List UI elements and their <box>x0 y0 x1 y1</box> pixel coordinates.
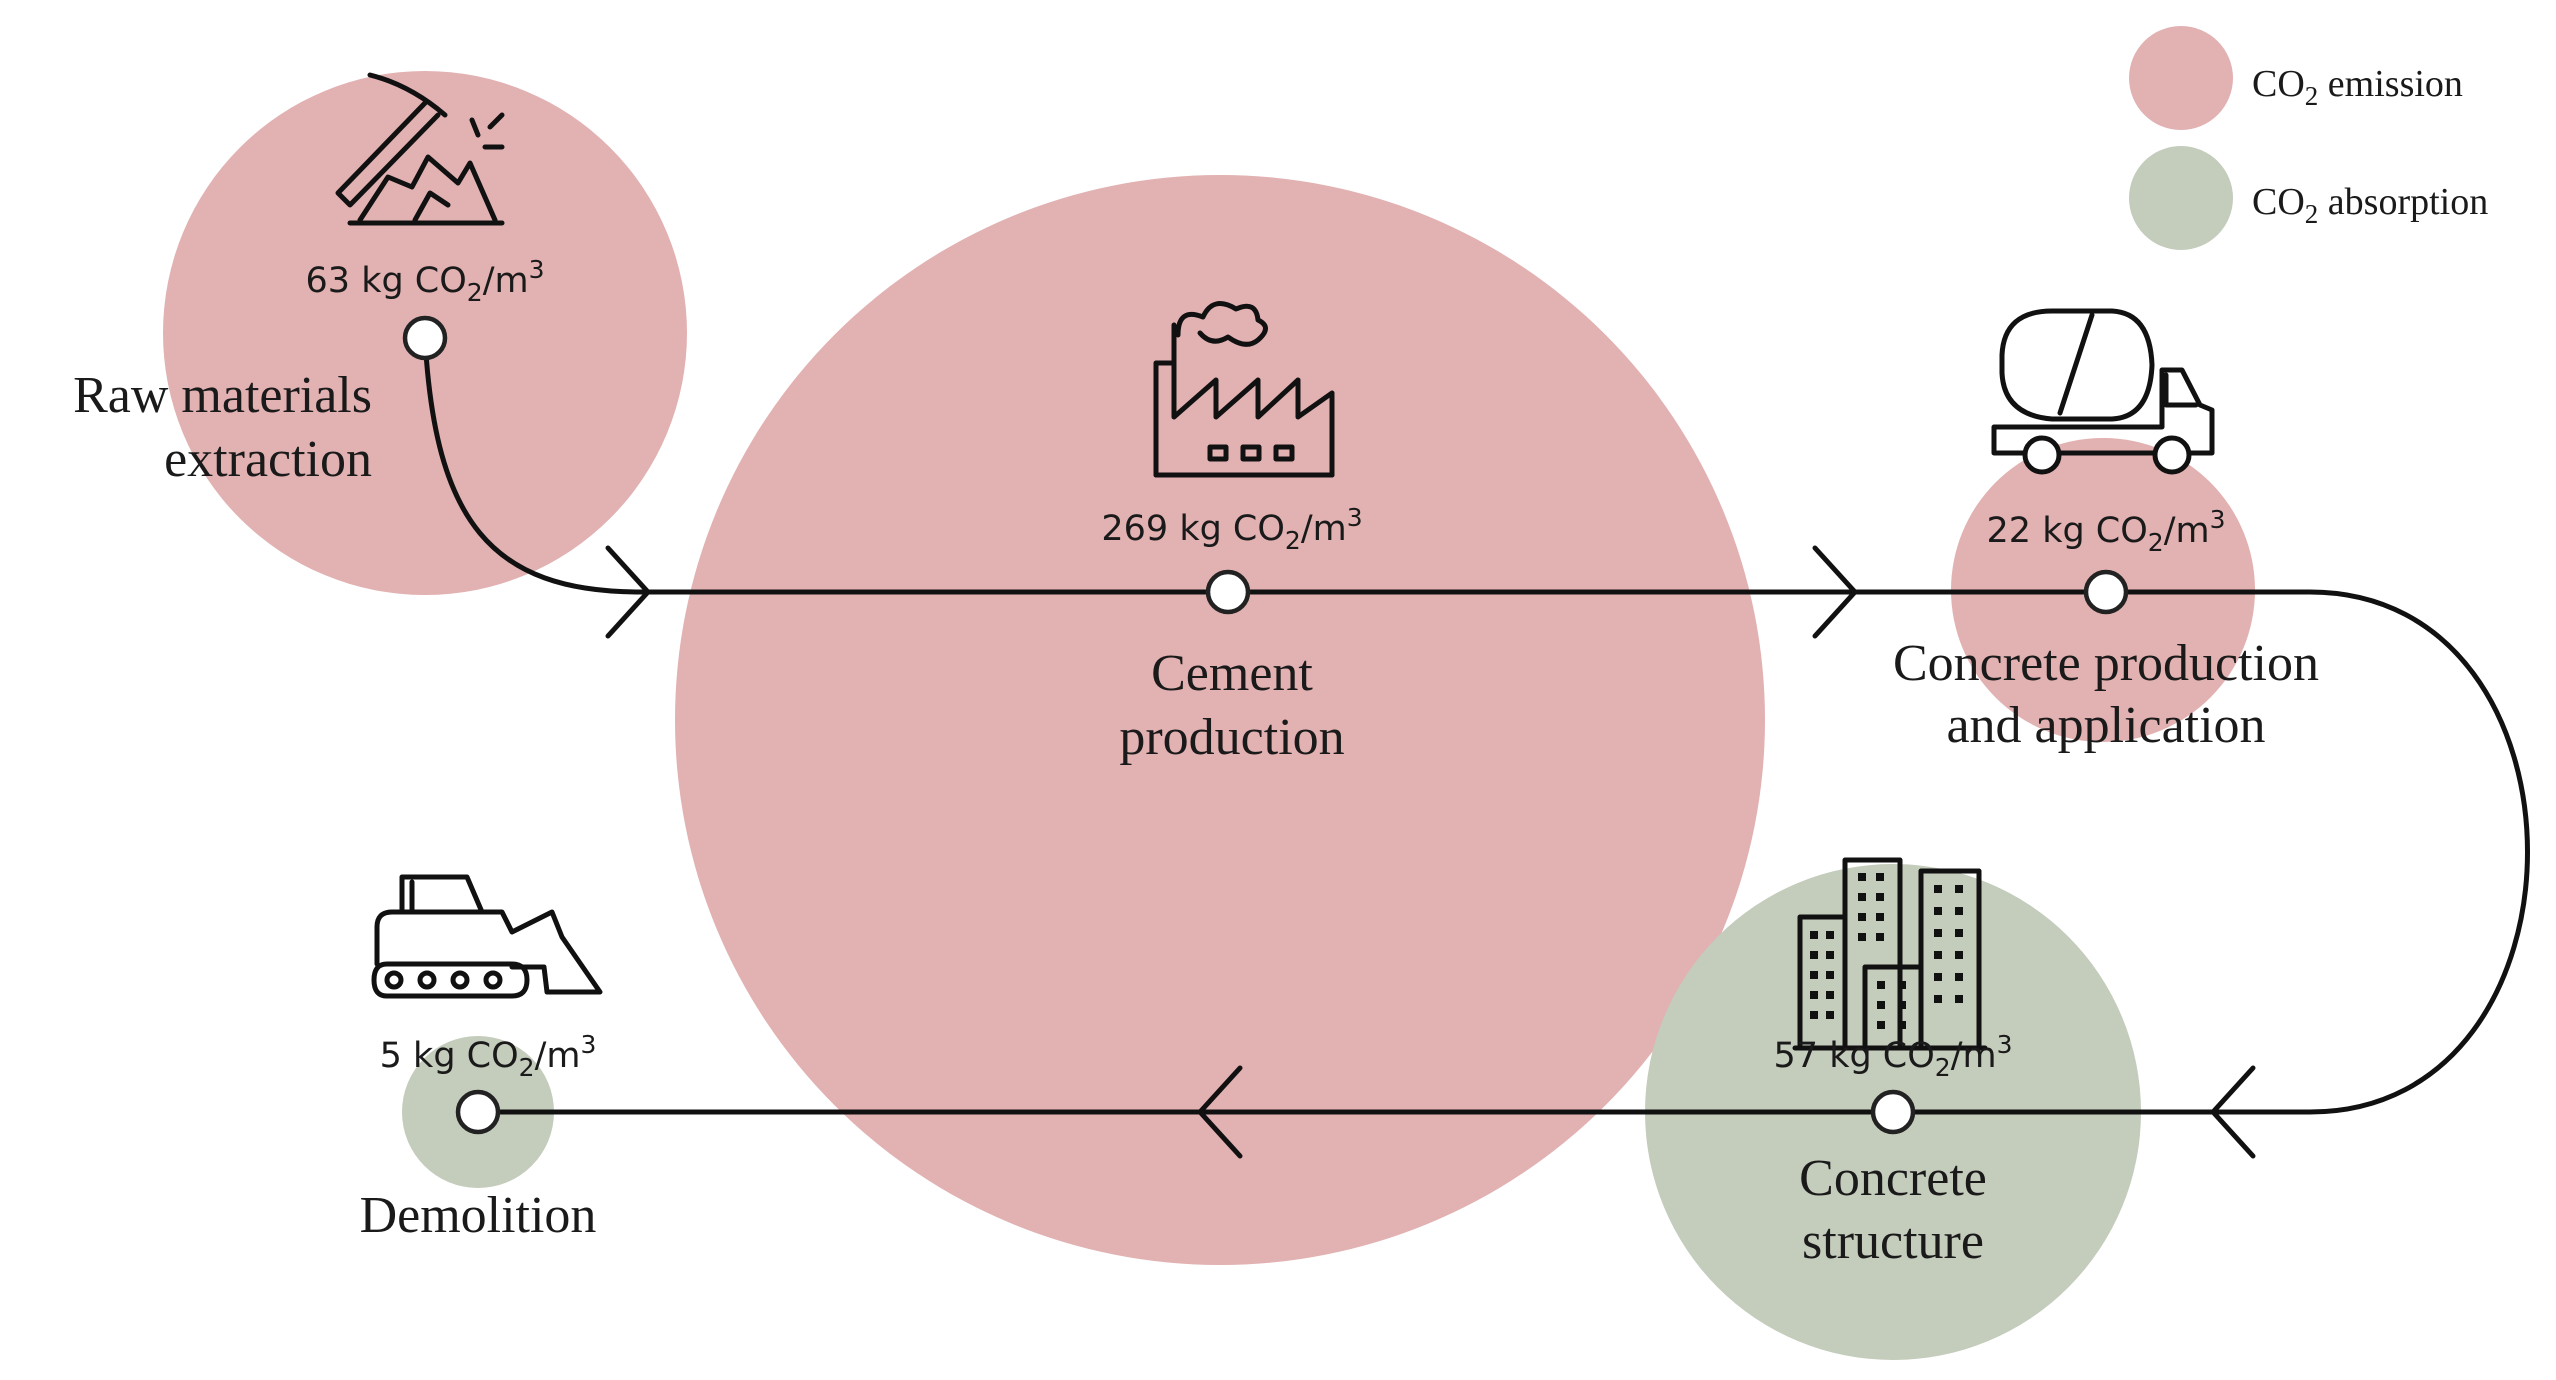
raw-materials-node <box>402 315 448 361</box>
concrete-structure-label-line2: structure <box>1802 1213 1984 1270</box>
factory-icon <box>1153 301 1335 478</box>
concrete-structure-node <box>1870 1089 1916 1135</box>
concrete-production-node <box>2083 569 2129 615</box>
arrow-right-1 <box>605 545 651 639</box>
arrow-left-1 <box>2210 1065 2256 1159</box>
lifecycle-path <box>422 335 2530 1115</box>
concrete-structure-value: 57 kg CO2/m3 <box>1774 1030 2013 1082</box>
raw-materials-value: 63 kg CO2/m3 <box>306 255 545 307</box>
building-windows <box>1810 873 1963 1029</box>
cement-value: 269 kg CO2/m3 <box>1101 503 1362 555</box>
legend-swatch-absorption <box>2129 146 2233 250</box>
demolition-label: Demolition <box>360 1187 597 1244</box>
raw-materials-label-line1: Raw materials <box>73 367 372 424</box>
pickaxe-rocks-icon <box>335 72 505 226</box>
concrete-production-label-line2: and application <box>1946 697 2265 754</box>
arrow-right-2 <box>1812 545 1858 639</box>
raw-materials-label-line2: extraction <box>164 431 372 488</box>
cement-emission-bubble <box>675 175 1765 1265</box>
arrow-left-2 <box>1197 1065 1243 1159</box>
concrete-production-label-line1: Concrete production <box>1893 635 2319 692</box>
bulldozer-icon <box>371 874 603 999</box>
cement-label-line2: production <box>1119 709 1344 766</box>
cement-label-line1: Cement <box>1151 645 1313 702</box>
demolition-value: 5 kg CO2/m3 <box>380 1030 597 1082</box>
concrete-structure-label-line1: Concrete <box>1799 1150 1987 1207</box>
legend-label-absorption: CO2 absorption <box>2252 181 2488 229</box>
demolition-node <box>455 1089 501 1135</box>
legend-swatch-emission <box>2129 26 2233 130</box>
cement-node <box>1205 569 1251 615</box>
buildings-icon <box>1792 857 1988 1051</box>
concrete-mixer-truck-icon <box>1991 308 2215 475</box>
legend: CO2 emission CO2 absorption <box>2129 26 2488 250</box>
concrete-production-value: 22 kg CO2/m3 <box>1987 505 2226 557</box>
legend-label-emission: CO2 emission <box>2252 63 2463 111</box>
